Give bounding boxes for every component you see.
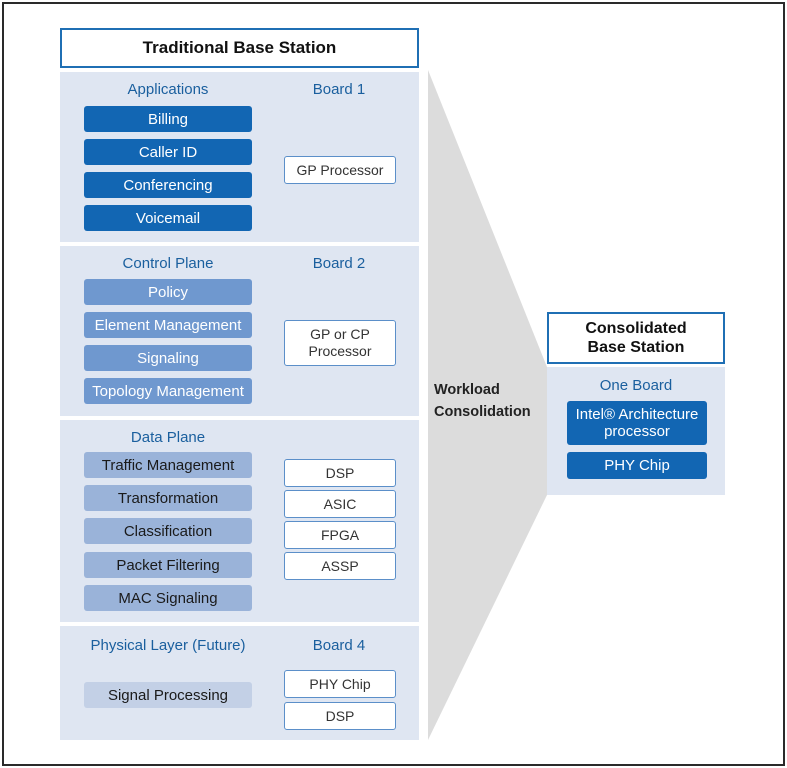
item-signal-processing: Signal Processing [84,682,252,708]
chip-fpga: FPGA [284,521,396,549]
item-policy: Policy [84,279,252,305]
workload-consolidation-label: Workload Consolidation [434,379,531,423]
chip-asic: ASIC [284,490,396,518]
item-billing: Billing [84,106,252,132]
consolidation-funnel [428,70,547,740]
workload-label-line2: Consolidation [434,404,531,420]
funnel-shape [428,70,547,740]
consolidated-title: Consolidated Base Station [547,312,725,364]
intel-architecture-processor: Intel® Architecture processor [567,401,707,445]
item-element-management: Element Management [84,312,252,338]
chip-gp-cp-processor: GP or CP Processor [284,320,396,366]
consolidated-title-line2: Base Station [587,339,685,356]
board-label: Board 2 [312,255,366,272]
item-classification: Classification [84,518,252,544]
item-caller-id: Caller ID [84,139,252,165]
chip-assp: ASSP [284,552,396,580]
section-data-plane: Data Plane Traffic Management Transforma… [60,420,419,622]
section-heading: Data Plane [130,429,206,446]
item-signaling: Signaling [84,345,252,371]
section-heading: Physical Layer (Future) [90,637,246,654]
section-physical-layer: Physical Layer (Future) Board 4 Signal P… [60,626,419,740]
traditional-title: Traditional Base Station [60,28,419,68]
item-conferencing: Conferencing [84,172,252,198]
workload-label-line1: Workload [434,382,500,398]
chip-phy-chip: PHY Chip [284,670,396,698]
consolidated-title-line1: Consolidated [585,320,687,337]
item-mac-signaling: MAC Signaling [84,585,252,611]
chip-gp-processor: GP Processor [284,156,396,184]
chip-dsp: DSP [284,702,396,730]
section-control-plane: Control Plane Board 2 Policy Element Man… [60,246,419,416]
board-label: Board 1 [312,81,366,98]
consolidated-panel: One Board Intel® Architecture processor … [547,367,725,495]
item-voicemail: Voicemail [84,205,252,231]
chip-dsp: DSP [284,459,396,487]
item-packet-filtering: Packet Filtering [84,552,252,578]
item-traffic-management: Traffic Management [84,452,252,478]
board-label: Board 4 [312,637,366,654]
item-topology-management: Topology Management [84,378,252,404]
section-heading: Applications [127,81,209,98]
item-transformation: Transformation [84,485,252,511]
section-applications: Applications Board 1 Billing Caller ID C… [60,72,419,242]
phy-chip: PHY Chip [567,452,707,479]
section-heading: Control Plane [122,255,214,272]
one-board-label: One Board [599,377,673,394]
